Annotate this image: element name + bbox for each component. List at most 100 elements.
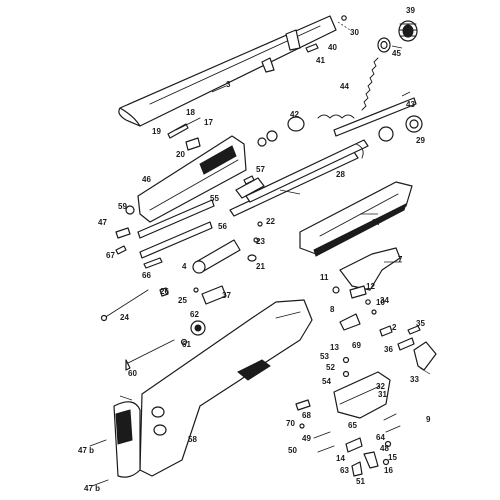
callout-17: 17	[204, 118, 213, 127]
hammer-parts	[159, 285, 227, 305]
callout-67: 67	[106, 251, 115, 260]
left-pins	[115, 205, 163, 269]
callout-56: 56	[218, 222, 227, 231]
callout-41: 41	[316, 56, 325, 65]
part-21	[247, 254, 257, 262]
callout-9: 9	[426, 415, 431, 424]
callout-69: 69	[352, 341, 361, 350]
callout-63: 63	[340, 466, 349, 475]
callout-20: 20	[176, 150, 185, 159]
callout-18: 18	[186, 108, 195, 117]
callout-42: 42	[290, 110, 299, 119]
callout-31: 31	[378, 390, 387, 399]
callout-33: 33	[410, 375, 419, 384]
right-small-parts	[371, 309, 437, 371]
callout-46: 46	[142, 175, 151, 184]
callout-12: 12	[366, 282, 375, 291]
callout-43: 43	[406, 100, 415, 109]
callout-3: 3	[226, 80, 231, 89]
stock-bolt	[125, 339, 175, 371]
leader-lines	[119, 45, 431, 401]
callout-19: 19	[152, 127, 161, 136]
slide-parts	[137, 199, 215, 259]
callout-49: 49	[302, 434, 311, 443]
callout-45: 45	[392, 49, 401, 58]
callout-66: 66	[142, 271, 151, 280]
pin-22	[257, 221, 263, 227]
ejector-parts	[167, 117, 201, 151]
callout-4: 4	[182, 262, 187, 271]
callout-32: 32	[376, 382, 385, 391]
callout-59: 59	[118, 202, 127, 211]
stock	[139, 299, 313, 477]
carrier-small-parts	[332, 285, 371, 331]
callout-27: 27	[372, 218, 381, 227]
trigger-housing	[333, 371, 391, 419]
carrier	[339, 247, 401, 291]
spring-retainer	[377, 37, 391, 53]
callout-labels: 39 30 40 45 41 3 44 43 42 18 17 19 20 29…	[78, 6, 431, 493]
magazine-spring	[317, 57, 379, 119]
callout-15: 15	[388, 453, 397, 462]
callout-30: 30	[350, 28, 359, 37]
callout-52: 52	[326, 363, 335, 372]
callout-40: 40	[328, 43, 337, 52]
callout-70: 70	[286, 419, 295, 428]
gas-cylinder	[192, 239, 241, 274]
magazine-cap	[398, 20, 418, 42]
callout-51: 51	[356, 477, 365, 486]
callout-48: 48	[380, 444, 389, 453]
callout-13: 13	[330, 343, 339, 352]
callout-58: 58	[188, 435, 197, 444]
callout-14: 14	[336, 454, 345, 463]
callout-21: 21	[256, 262, 265, 271]
receiver	[137, 135, 247, 223]
safety	[180, 320, 206, 346]
pin-23	[253, 237, 259, 243]
magazine-follower	[257, 116, 305, 147]
recoil-pad	[89, 401, 167, 487]
trigger-small-parts	[295, 356, 401, 477]
callout-26: 26	[160, 287, 169, 296]
callout-11: 11	[320, 273, 329, 282]
magazine-tube-ring	[405, 115, 423, 133]
callout-47b-2: 47 b	[84, 484, 100, 493]
callout-44: 44	[340, 82, 349, 91]
callout-62: 62	[190, 310, 199, 319]
callout-55: 55	[210, 194, 219, 203]
forend	[299, 181, 413, 257]
callout-53: 53	[320, 352, 329, 361]
callout-2: 2	[392, 323, 397, 332]
callout-36: 36	[384, 345, 393, 354]
callout-28: 28	[336, 170, 345, 179]
callout-10: 10	[376, 298, 385, 307]
front-sight-part	[337, 15, 351, 31]
callout-47: 47	[98, 218, 107, 227]
sight-base-part	[305, 43, 319, 53]
action-bars	[229, 139, 369, 217]
callout-22: 22	[266, 217, 275, 226]
barrel-ring	[378, 126, 394, 142]
callout-57: 57	[256, 165, 265, 174]
magazine-tube	[333, 97, 417, 137]
callout-16: 16	[384, 466, 393, 475]
callout-64: 64	[376, 433, 385, 442]
callout-8: 8	[330, 305, 335, 314]
callout-23: 23	[256, 237, 265, 246]
callout-50: 50	[288, 446, 297, 455]
callout-39: 39	[406, 6, 415, 15]
callout-47b: 47 b	[78, 446, 94, 455]
callout-34: 34	[380, 296, 389, 305]
callout-7: 7	[398, 255, 403, 264]
callout-29: 29	[416, 136, 425, 145]
callout-25: 25	[178, 296, 187, 305]
callout-37: 37	[222, 291, 231, 300]
callout-54: 54	[322, 377, 331, 386]
bolt	[235, 175, 265, 199]
callout-60: 60	[128, 369, 137, 378]
callout-35: 35	[416, 319, 425, 328]
callout-24: 24	[120, 313, 129, 322]
firing-pin	[100, 289, 149, 322]
